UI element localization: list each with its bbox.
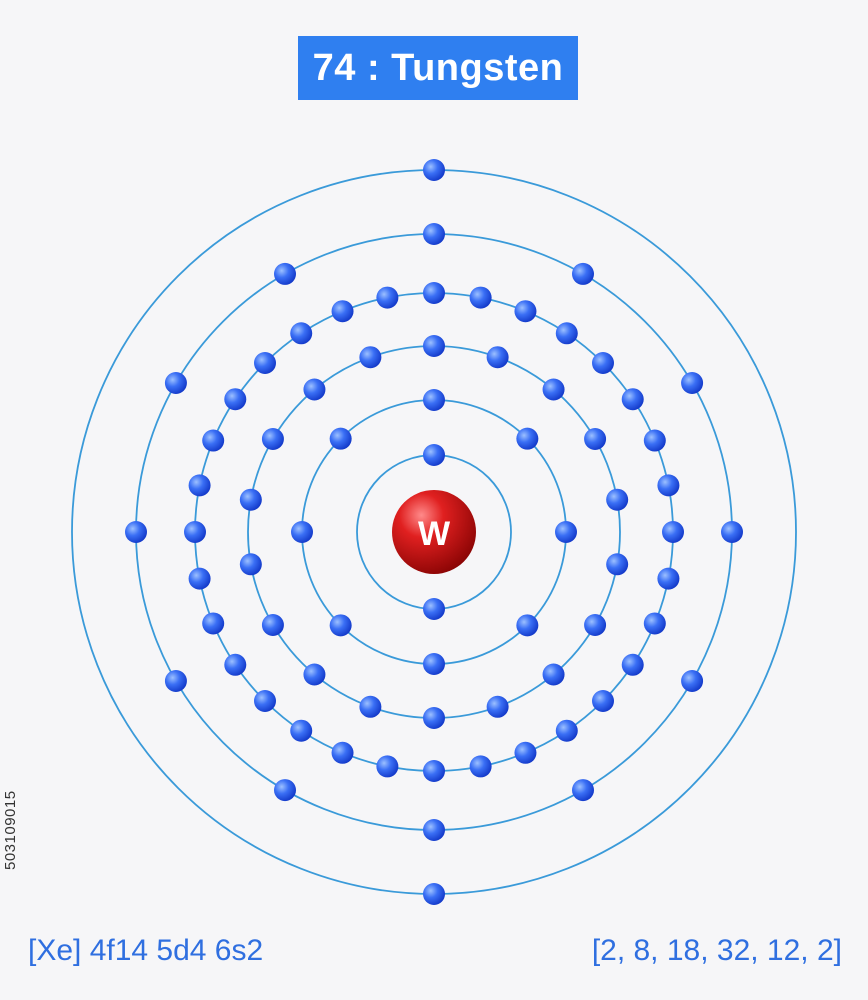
electron: [224, 653, 247, 676]
electron: [542, 663, 565, 686]
electron: [423, 223, 445, 245]
electron: [290, 719, 313, 742]
electron: [202, 612, 225, 635]
electron: [184, 521, 206, 543]
electron: [516, 614, 539, 637]
electron: [555, 719, 578, 742]
electron: [584, 428, 607, 450]
electron: [423, 819, 445, 841]
electron: [254, 690, 276, 712]
electron-configuration: [Xe] 4f14 5d4 6s2: [28, 934, 264, 967]
electron: [261, 428, 284, 450]
shell-configuration: [2, 8, 18, 32, 12, 2]: [591, 934, 842, 967]
electron: [423, 389, 445, 411]
electron: [657, 474, 680, 497]
electron: [303, 663, 326, 686]
electron: [606, 488, 629, 511]
electron: [486, 695, 509, 718]
electron: [621, 388, 644, 411]
electron: [274, 779, 296, 802]
electron: [274, 262, 296, 285]
electron: [239, 488, 262, 511]
nucleus-symbol: W: [418, 515, 451, 553]
electron: [202, 429, 225, 452]
electron: [359, 346, 382, 369]
electron: [657, 567, 680, 590]
title-banner: 74 : Tungsten: [298, 36, 578, 100]
electron: [514, 741, 537, 764]
electron: [423, 883, 445, 905]
electron: [486, 346, 509, 369]
electron: [261, 614, 284, 636]
electron: [329, 614, 352, 637]
electron: [555, 322, 578, 345]
electron: [164, 670, 187, 692]
electron: [423, 707, 445, 729]
electron: [681, 670, 704, 692]
electron: [291, 521, 313, 543]
electron: [164, 372, 187, 394]
electron: [681, 372, 704, 394]
electron: [254, 352, 276, 374]
electron: [572, 779, 594, 802]
electron: [423, 598, 445, 620]
electron: [359, 695, 382, 718]
electron: [329, 427, 352, 450]
electron: [376, 755, 399, 778]
electron: [721, 521, 743, 543]
electron: [188, 567, 211, 590]
electron: [606, 553, 629, 576]
electron: [469, 286, 492, 309]
electron: [572, 262, 594, 285]
electron: [331, 741, 354, 764]
electron: [592, 352, 614, 374]
electron-group: [125, 159, 743, 905]
electron: [331, 300, 354, 323]
electron: [643, 612, 666, 635]
electron: [423, 653, 445, 675]
electron: [188, 474, 211, 497]
page-title: 74 : Tungsten: [312, 46, 564, 89]
electron: [584, 614, 607, 636]
electron: [643, 429, 666, 452]
electron: [662, 521, 684, 543]
electron: [303, 378, 326, 401]
electron: [290, 322, 313, 345]
electron: [621, 653, 644, 676]
electron: [555, 521, 577, 543]
electron: [125, 521, 147, 543]
electron: [516, 427, 539, 450]
electron: [514, 300, 537, 323]
stock-id: 503109015: [2, 790, 19, 870]
electron: [423, 282, 445, 304]
electron: [592, 690, 614, 712]
electron: [542, 378, 565, 401]
electron: [224, 388, 247, 411]
electron: [423, 159, 445, 181]
electron: [423, 760, 445, 782]
electron: [239, 553, 262, 576]
electron: [423, 444, 445, 466]
electron: [469, 755, 492, 778]
nucleus: W: [392, 490, 476, 574]
electron: [423, 335, 445, 357]
electron: [376, 286, 399, 309]
